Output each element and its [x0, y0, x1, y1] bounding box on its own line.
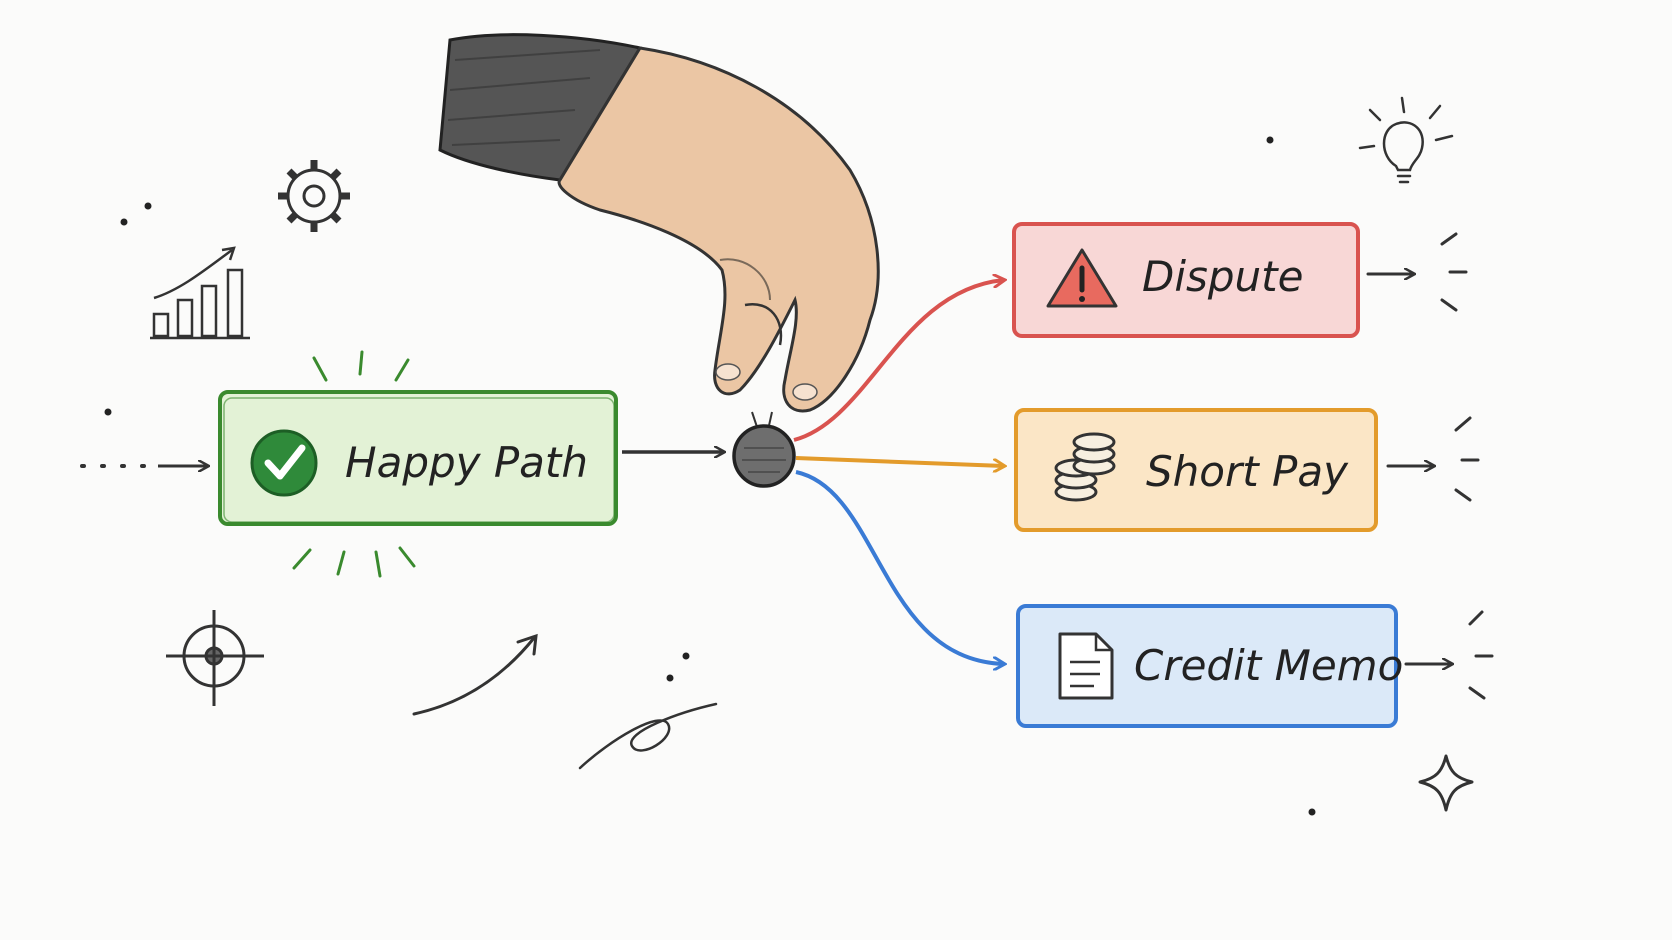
short-pay-branch-arrow [795, 456, 1004, 466]
dispute-branch-arrow [793, 280, 1004, 442]
switch-knob-icon[interactable] [732, 411, 796, 488]
warning-triangle-icon [1046, 248, 1118, 308]
decorative-swoosh-arrow [412, 633, 538, 716]
decorative-dots [104, 136, 1316, 816]
short-pay-exit-arrow [1386, 416, 1480, 502]
bar-chart-icon [150, 246, 250, 340]
crosshair-icon [166, 610, 264, 706]
credit-memo-exit-arrow [1404, 610, 1494, 700]
short-pay-label: Short Pay [1146, 447, 1349, 496]
credit-memo-branch-arrow [795, 470, 1004, 664]
hand-icon [438, 33, 880, 413]
short-pay-node[interactable]: Short Pay [1014, 408, 1378, 532]
document-icon [1058, 632, 1114, 700]
dispute-label: Dispute [1142, 252, 1303, 301]
highlight-rays [292, 350, 416, 578]
check-circle-icon [250, 429, 318, 497]
gear-icon [278, 160, 350, 232]
credit-memo-node[interactable]: Credit Memo [1016, 604, 1403, 728]
decorative-scribble [578, 702, 718, 770]
coin-stack-icon [1054, 432, 1116, 502]
happy-path-node[interactable]: Happy Path [218, 390, 618, 526]
dispute-node[interactable]: Dispute [1012, 222, 1360, 338]
credit-memo-label: Credit Memo [1134, 641, 1403, 690]
happy-path-label: Happy Path [345, 438, 588, 487]
dispute-exit-arrow [1366, 232, 1468, 312]
sparkle-icon [1418, 754, 1474, 812]
lightbulb-icon [1358, 96, 1454, 184]
